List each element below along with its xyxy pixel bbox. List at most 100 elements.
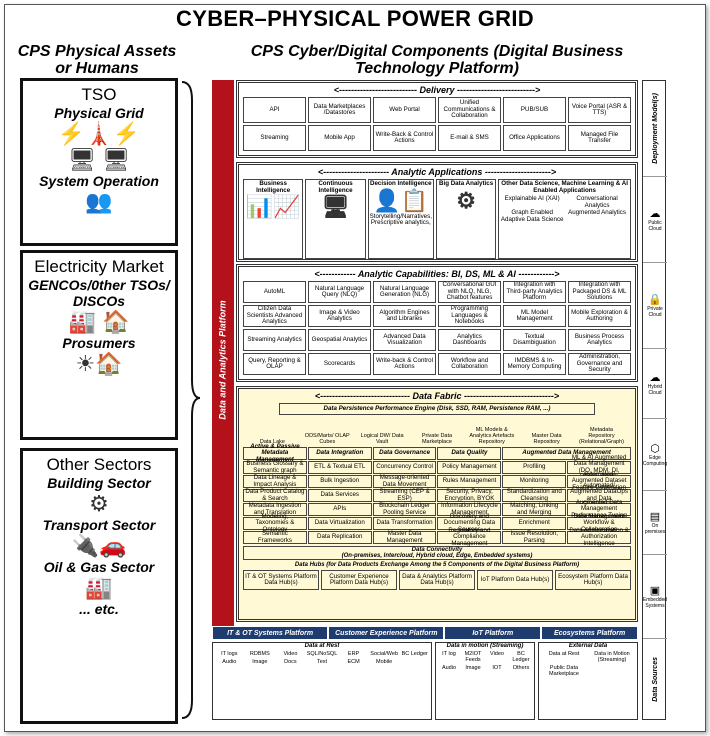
fabric-cell: Modeling, Taxonomies & Ontology — [243, 513, 307, 533]
refinery-icon: 🏭 — [85, 575, 113, 600]
capability-cell: Streaming Analytics — [243, 329, 306, 351]
store-item: Metadata Repository (Relational/Graph) — [579, 427, 624, 445]
building-fan-icon: ⚙ — [89, 491, 109, 516]
electricity-gencos: GENCOs/0ther TSOs/ DISCOs — [28, 277, 170, 309]
store-item: Private Data Marketplace — [421, 433, 453, 445]
delivery-cell: Data Marketplaces /Datastores — [308, 97, 371, 123]
fabric-cell: Blockchain Ledger Pooling Service — [372, 502, 437, 516]
data-fabric-section: <------------------------------ Data Fab… — [236, 386, 638, 622]
data-hub-cell: IoT Platform Data Hub(s) — [477, 570, 553, 590]
fabric-cell: Data Replication — [307, 531, 372, 544]
connectivity-sub: (On-premises, Intercloud, Hybrid cloud, … — [341, 553, 533, 559]
motion-item: Audio — [441, 665, 457, 671]
capability-cell: Natural Language Generation (NLG) — [373, 281, 436, 303]
operators-icon: 👥 — [85, 189, 113, 214]
lock-cloud-icon: 🔒 — [648, 293, 662, 306]
electricity-title: Electricity Market — [34, 257, 164, 276]
store-item: ODS/Marts/ OLAP Cubes — [304, 433, 350, 445]
hybrid-cloud-icon: ☁ — [649, 371, 661, 384]
frame — [4, 4, 706, 732]
fabric-cell: Data Services — [307, 489, 372, 502]
external-item: Public Data Marketplace — [549, 665, 579, 677]
public-cloud: ☁Public Cloud — [643, 177, 667, 263]
analytic-apps-grid: Business Intelligence📊📈 Continuous Intel… — [243, 179, 631, 259]
monitor-icon: 🖥 — [321, 194, 350, 219]
fabric-cell: Security, Privacy, Encryption, BYOK — [437, 488, 502, 502]
rest-item: ERP — [347, 651, 360, 657]
platform-iot: IoT Platform — [444, 626, 542, 640]
dashboard-icon: 📊📈 — [245, 194, 301, 219]
fabric-cell: APIs — [307, 503, 372, 516]
fabric-cell: Monitoring — [502, 475, 567, 488]
capability-cell: Image & Video Analytics — [308, 305, 371, 327]
platforms-bar: IT & OT Systems Platform Customer Experi… — [212, 626, 638, 640]
motion-item: Video — [490, 651, 504, 657]
motion-item: M2IOT Feeds — [464, 651, 482, 663]
capability-cell: AutoML — [243, 281, 306, 303]
cloud-icon: ☁ — [649, 207, 661, 220]
fabric-cell: Data Product Catalog & Search — [243, 488, 307, 502]
capability-cell: Textual Disambiguation — [503, 329, 566, 351]
store-item: Logical DW/ Data Vault — [360, 433, 404, 445]
fabric-cell: Profiling — [502, 461, 567, 474]
fabric-cell: Business Glossary & Semantic graph — [243, 460, 307, 474]
rest-item: SQL/NoSQL — [306, 651, 338, 657]
embedded-systems: ▣Embedded Systems — [643, 555, 667, 639]
fabric-header: Data Integration — [307, 447, 372, 460]
capability-cell: Conversational GUI with NLQ, NLG, Chatbo… — [438, 281, 501, 303]
delivery-title: <-------------------------- Delivery ---… — [333, 85, 541, 95]
capability-cell: Advanced Data Visualization — [373, 329, 436, 351]
brace — [181, 81, 201, 719]
hubs-grid: IT & OT Systems Platform Data Hub(s)Cust… — [243, 570, 631, 590]
edge-icon: ⬡ — [650, 442, 660, 455]
data-hub-cell: Ecosystem Platform Data Hub(s) — [555, 570, 631, 590]
data-hub-cell: Data & Analytics Platform Data Hub(s) — [399, 570, 475, 590]
capabilities-section: <------------ Analytic Capabilities: BI,… — [236, 264, 638, 382]
fabric-cell: Message-oriented Data Movement — [372, 474, 437, 488]
ds-ml-ai-cell: Other Data Science, Machine Learning & A… — [498, 179, 631, 259]
presenter-icon: 👤📋 — [373, 187, 429, 213]
left-header: CPS Physical Assets or Humans — [17, 43, 177, 77]
capability-cell: Query, Reporting & OLAP — [243, 353, 306, 375]
data-analytics-bar — [212, 80, 234, 640]
capabilities-title: <------------ Analytic Capabilities: BI,… — [314, 269, 560, 279]
fabric-header: Augmented Data Management — [502, 447, 631, 460]
persistence-engine: Data Persistence Performance Engine (Dis… — [279, 403, 595, 415]
tso-physical-grid: Physical Grid — [54, 105, 144, 121]
capability-cell: Scorecards — [308, 353, 371, 375]
data-sources-label: Data Sources — [651, 656, 659, 702]
motion-item: IT log — [442, 651, 456, 657]
edge-computing: ⬡Edge Computing — [643, 419, 667, 491]
server-icon: ▤ — [649, 510, 661, 523]
data-in-motion-title: Data in motion (Streaming) — [446, 643, 524, 649]
capability-cell: IMDBMS & In-Memory Computing — [503, 353, 566, 375]
connectivity-box: Data Connectivity (On-premises, Interclo… — [243, 546, 631, 560]
store-item: ML Models & Analytics Artefacts Reposito… — [469, 427, 515, 445]
fabric-cell: Automated/ Augmented DataOps and Data En… — [567, 482, 631, 508]
fabric-cell: Discovery and Documenting Data Sources — [437, 513, 502, 533]
rest-item: Video — [283, 651, 298, 657]
deployment-column: Deployment Model(s) ☁Public Cloud 🔒Priva… — [642, 80, 667, 720]
data-in-motion-box: Data in motion (Streaming) IT log M2IOT Fe… — [435, 642, 535, 720]
other-building: Building Sector — [47, 475, 151, 491]
bi-cell: Business Intelligence📊📈 — [243, 179, 304, 259]
capability-cell: Natural Language Query (NLQ) — [308, 281, 371, 303]
rest-item: Docs — [284, 659, 297, 665]
capability-cell: Business Process Analytics — [568, 329, 631, 351]
electric-car-icon: 🔌🚗 — [71, 533, 127, 558]
platform-itot: IT & OT Systems Platform — [212, 626, 329, 640]
fabric-cell: Data Administration & Authorization Inte… — [567, 527, 631, 547]
capability-cell: Geospatial Analytics — [308, 329, 371, 351]
fabric-cell: Matching, Linking and Merging — [502, 502, 567, 516]
conv-analytics-label: Conversational Analytics — [576, 195, 618, 209]
hubs-title: Data Hubs (for Data Products Exchange Am… — [294, 562, 580, 568]
electricity-market-box: Electricity Market GENCOs/0ther TSOs/ DI… — [20, 250, 178, 440]
di-cell: Decision Intelligence👤📋Storytelling/Narr… — [367, 179, 434, 259]
capability-cell: Mobile Exploration & Authoring — [568, 305, 631, 327]
other-oilgas: Oil & Gas Sector — [43, 559, 155, 575]
